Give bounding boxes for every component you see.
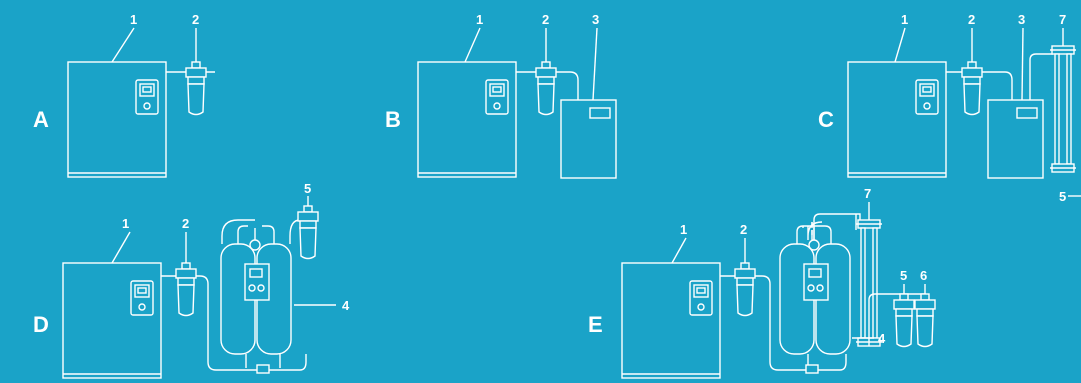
callout-label: 3 [1018,12,1025,27]
callout-label: 2 [740,222,747,237]
panel-letter: C [818,107,834,132]
callout-label: 1 [901,12,908,27]
leader-line [464,27,481,63]
callout-label: 3 [592,12,599,27]
leader-line [111,231,131,264]
pipe [199,275,307,371]
pipe [569,71,579,100]
pipe [807,221,823,237]
pipe [221,219,255,244]
panel-letter: D [33,312,49,337]
adsorption-dryer [220,243,292,355]
pipe [237,225,248,244]
callout-label: 1 [680,222,687,237]
filter-unit [535,61,557,116]
compressor-unit [62,262,162,379]
pipe [761,275,847,371]
callout-label: 2 [542,12,549,27]
dryer-unit [987,99,1044,179]
callout-label: 1 [130,12,137,27]
pipe [1004,71,1013,100]
callout-label: 2 [192,12,199,27]
pipe [1029,53,1053,100]
pipe [262,225,275,244]
leader-line [111,27,135,63]
filter-unit [734,262,756,317]
panel-letter: E [588,312,603,337]
compressor-unit [847,61,947,178]
callout-label: 5 [1059,189,1066,204]
compressor-unit [417,61,517,178]
panel-b: B 1 2 3 [385,12,617,179]
filter-unit [297,205,319,260]
callout-label: 5 [304,181,311,196]
leader-line [671,237,687,264]
callout-label: 5 [900,268,907,283]
callout-label: 7 [864,186,871,201]
compressor-unit [67,61,167,178]
panel-letter: A [33,107,49,132]
leader-line [1021,27,1024,101]
filter-unit [185,61,207,116]
valve-block [808,239,820,251]
valve-block [256,364,270,374]
callout-label: 6 [920,268,927,283]
callout-label: 4 [878,331,886,346]
panel-e: E 1 2 7 5 [588,186,936,379]
compressor-unit [621,262,721,379]
tower-unit [1049,45,1077,173]
filter-unit [914,293,936,348]
callout-label: 2 [182,216,189,231]
panel-a: A 1 2 [33,12,215,178]
panel-d: D 1 2 5 4 [33,181,350,379]
callout-label: 1 [122,216,129,231]
callout-label: 7 [1059,12,1066,27]
pipe [868,293,926,346]
dryer-unit [560,99,617,179]
panel-letter: B [385,107,401,132]
leader-line [592,27,598,101]
callout-label: 4 [342,298,350,313]
callout-label: 1 [476,12,483,27]
filter-unit [893,293,915,348]
adsorption-dryer [779,243,851,355]
filter-unit [175,262,197,317]
filter-unit [961,61,983,116]
leader-line [894,27,906,63]
pipe [813,213,861,226]
callout-label: 2 [968,12,975,27]
panel-c: C 1 2 3 7 5 [818,12,1081,204]
valve-block [249,239,261,251]
valve-block [805,364,819,374]
